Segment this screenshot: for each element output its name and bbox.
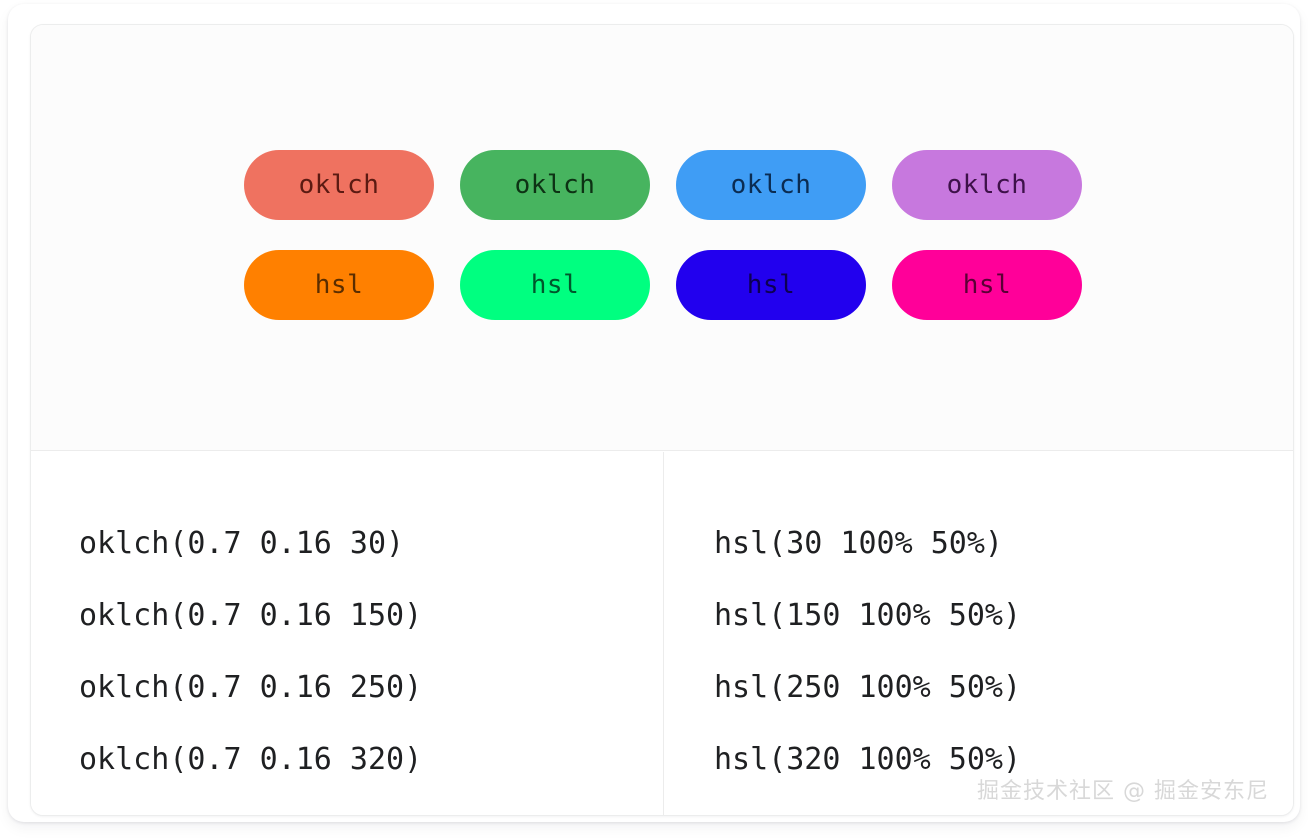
swatch-pill-hsl-30[interactable]: hsl xyxy=(244,250,434,320)
swatch-pill-oklch-150[interactable]: oklch xyxy=(460,150,650,220)
swatch-pill-oklch-30[interactable]: oklch xyxy=(244,150,434,220)
code-line: hsl(320 100% 50%) xyxy=(714,742,1022,777)
swatch-pill-hsl-150[interactable]: hsl xyxy=(460,250,650,320)
swatch-pill-label: oklch xyxy=(730,170,812,200)
oklch-code-column: oklch(0.7 0.16 30) oklch(0.7 0.16 150) o… xyxy=(31,452,663,815)
swatch-pill-label: oklch xyxy=(946,170,1028,200)
swatch-pill-hsl-250[interactable]: hsl xyxy=(676,250,866,320)
swatch-preview-panel: oklch oklch oklch oklch hsl hsl hsl hsl xyxy=(31,25,1293,451)
inner-card: oklch oklch oklch oklch hsl hsl hsl hsl … xyxy=(30,24,1294,816)
hsl-code-column: hsl(30 100% 50%) hsl(150 100% 50%) hsl(2… xyxy=(663,452,1293,815)
swatch-pill-label: hsl xyxy=(962,270,1012,300)
code-line: oklch(0.7 0.16 250) xyxy=(79,670,423,705)
code-listing-area: oklch(0.7 0.16 30) oklch(0.7 0.16 150) o… xyxy=(31,452,1293,815)
code-line: hsl(150 100% 50%) xyxy=(714,598,1022,633)
code-line: hsl(250 100% 50%) xyxy=(714,670,1022,705)
code-line: oklch(0.7 0.16 320) xyxy=(79,742,423,777)
swatch-pill-grid: oklch oklch oklch oklch hsl hsl hsl hsl xyxy=(244,150,1082,320)
swatch-pill-label: hsl xyxy=(746,270,796,300)
swatch-pill-label: hsl xyxy=(314,270,364,300)
code-line: oklch(0.7 0.16 30) xyxy=(79,526,405,561)
swatch-pill-label: hsl xyxy=(530,270,580,300)
swatch-pill-label: oklch xyxy=(514,170,596,200)
swatch-pill-oklch-250[interactable]: oklch xyxy=(676,150,866,220)
watermark: 掘金技术社区 @ 掘金安东尼 xyxy=(977,779,1269,804)
code-line: oklch(0.7 0.16 150) xyxy=(79,598,423,633)
outer-card: oklch oklch oklch oklch hsl hsl hsl hsl … xyxy=(8,4,1300,822)
swatch-pill-oklch-320[interactable]: oklch xyxy=(892,150,1082,220)
swatch-pill-label: oklch xyxy=(298,170,380,200)
code-line: hsl(30 100% 50%) xyxy=(714,526,1003,561)
swatch-pill-hsl-320[interactable]: hsl xyxy=(892,250,1082,320)
